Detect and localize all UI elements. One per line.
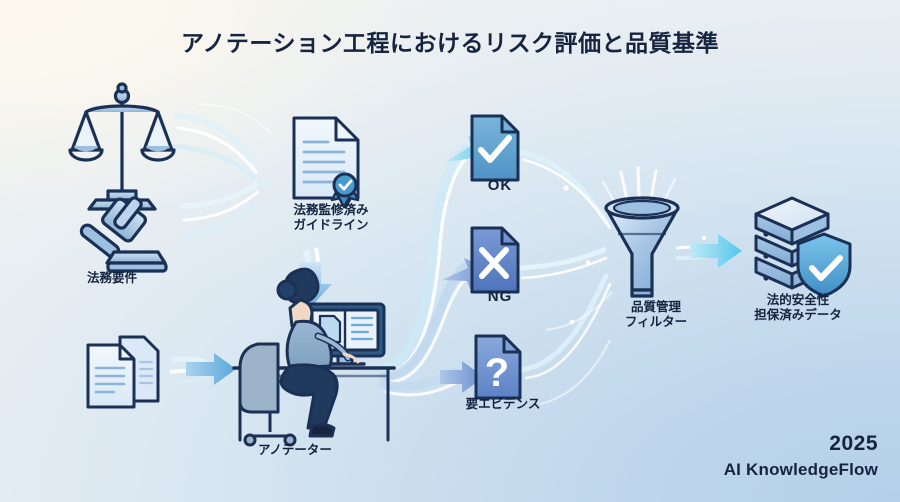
flow-funnel-to-server <box>675 234 742 268</box>
ambient-streaks <box>195 103 613 405</box>
document-cross-icon <box>470 226 520 294</box>
flow-rawdocs-to-annotator <box>169 353 236 385</box>
label-quality-filter: 品質管理 フィルター <box>624 300 688 330</box>
label-result-evidence: 要エビデンス <box>465 397 541 411</box>
scales-of-justice-icon <box>68 82 176 211</box>
document-stack-icon <box>86 335 160 409</box>
label-result-ok: OK <box>487 177 513 194</box>
server-shield-icon <box>754 196 852 298</box>
label-legal-requirements: 法務要件 <box>86 271 137 285</box>
gavel-icon <box>79 196 168 273</box>
label-secured-data: 法的安全性 担保済みデータ <box>754 293 842 323</box>
person-at-desk-icon <box>232 267 396 447</box>
label-annotator: アノテーター <box>258 443 332 457</box>
flow-legal-to-guideline <box>169 113 261 238</box>
page-title: アノテーション工程におけるリスク評価と品質基準 <box>181 30 719 56</box>
funnel-icon <box>604 196 680 298</box>
document-check-icon <box>470 114 520 182</box>
label-result-ng: NG <box>487 288 513 305</box>
flow-annotator-to-evidence <box>377 361 484 397</box>
certified-document-icon <box>292 116 360 209</box>
label-guideline: 法務監修済み ガイドライン <box>293 203 369 233</box>
document-question-icon: ? <box>474 334 522 400</box>
brand-year: 2025 <box>829 432 878 455</box>
svg-text:?: ? <box>485 351 509 395</box>
brand-name: AI KnowledgeFlow <box>723 460 878 479</box>
flow-results-to-funnel <box>517 149 612 380</box>
